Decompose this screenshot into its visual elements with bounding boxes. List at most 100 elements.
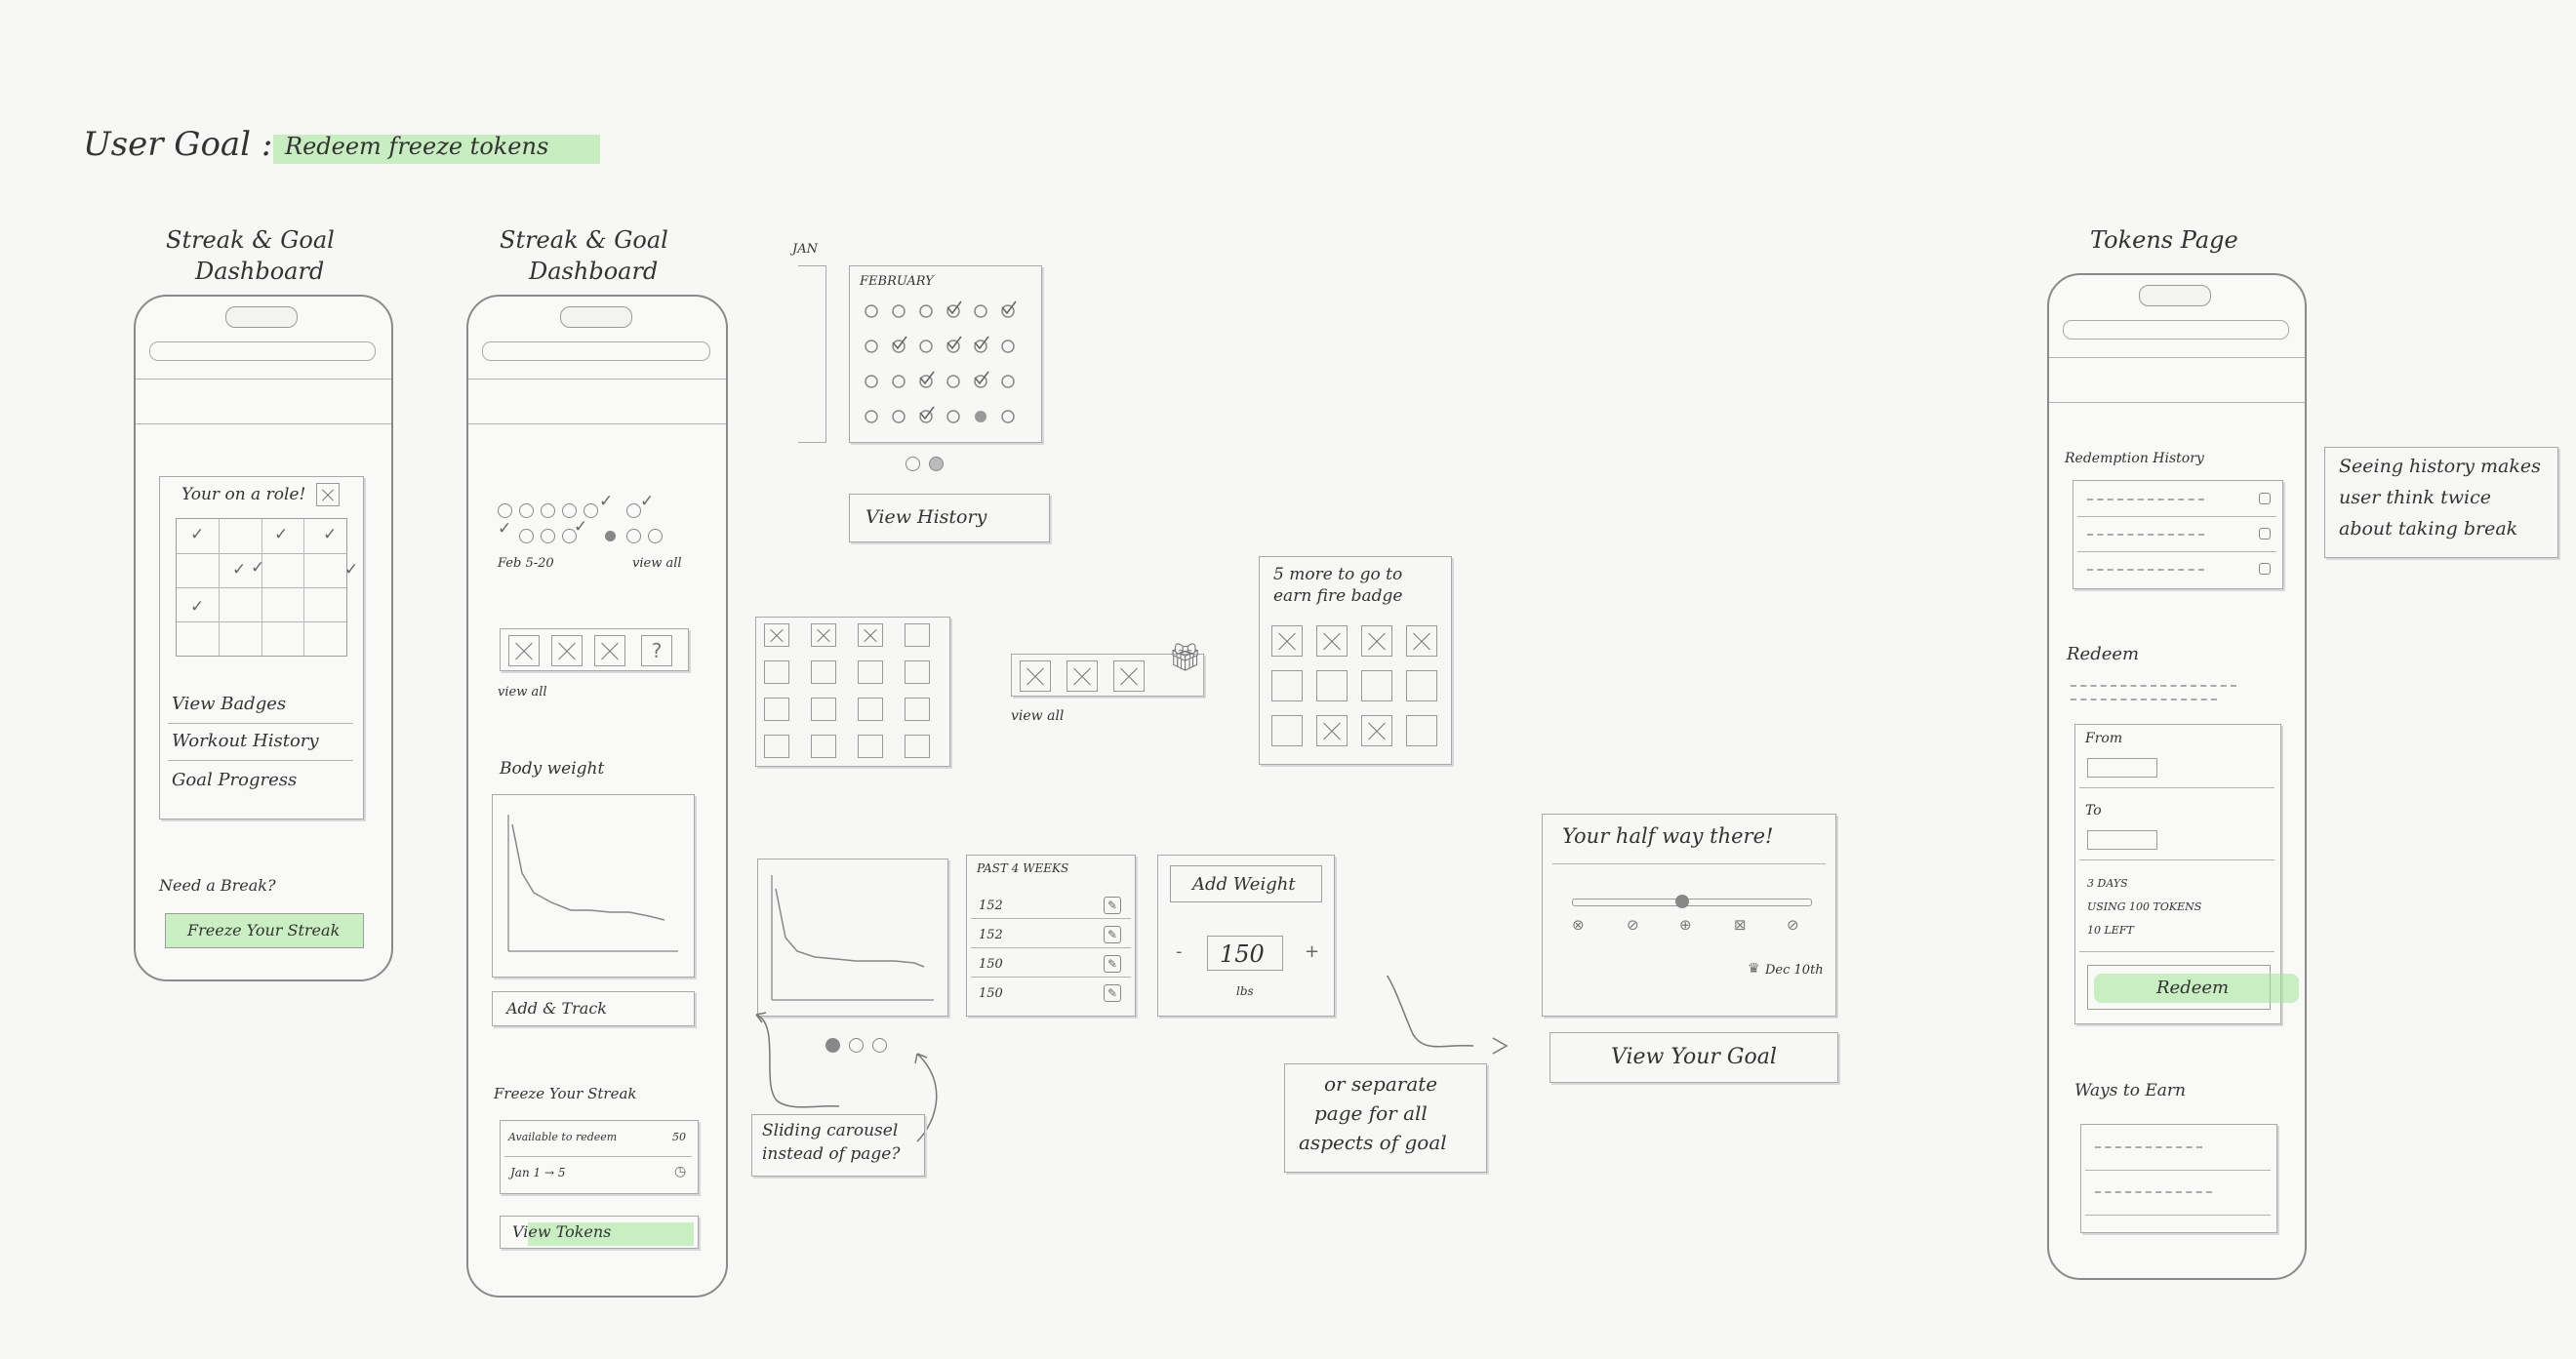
redeem-button[interactable]: Redeem [2087,965,2299,1010]
weight-chart-card [492,794,695,978]
phone-notch [2139,285,2211,306]
day-dot [498,503,512,518]
redeem-heading: Redeem [2067,644,2140,664]
edit-icon[interactable]: ✎ [1104,897,1121,914]
history-note-2: user think twice [2339,487,2491,508]
jan-label: JAN [792,242,818,257]
menu-goal-progress[interactable]: Goal Progress [172,770,298,790]
ways-to-earn-list [2080,1124,2277,1233]
carousel-dot[interactable] [825,1038,840,1053]
carousel-line-chart [771,875,934,1001]
unknown-badge-icon: ? [641,635,672,666]
goal-slider-track[interactable] [1572,899,1812,906]
day-dot [519,503,534,518]
user-goal-label: User Goal : [83,125,273,164]
badges-strip[interactable]: ? [500,628,689,671]
menu-workout-history[interactable]: Workout History [172,731,319,751]
search-bar[interactable] [149,341,376,361]
view-all-link[interactable]: view all [632,556,682,571]
redeem-form: From To 3 DAYS USING 100 TOKENS 10 LEFT … [2074,724,2299,1024]
freeze-streak-button[interactable]: Freeze Your Streak [165,913,364,948]
redemption-history-label: Redemption History [2065,451,2204,466]
weight-line-chart [507,815,678,952]
tokens-page-title: Tokens Page [2090,226,2238,254]
edit-icon[interactable]: ✎ [1104,955,1121,973]
history-note: Seeing history makes user think twice ab… [2324,447,2558,558]
to-label: To [2085,803,2102,819]
goal-progress-card: Your half way there! ⊗ ⊘ ⊕ ⊠ ⊘ ♛ Dec 10t… [1542,814,1836,1017]
carousel-note-2: instead of page? [762,1144,901,1164]
check-icon: ✓ [640,492,655,511]
to-date-input[interactable] [2087,830,2157,850]
view-all-link[interactable]: view all [1011,708,1065,724]
page-indicator-dot[interactable] [906,457,920,471]
check-icon: ✓ [498,519,512,539]
divider [136,379,391,380]
gift-icon: 🎁︎ [1168,641,1203,673]
freeze-title: Freeze Your Streak [494,1085,637,1102]
ways-to-earn-label: Ways to Earn [2074,1081,2186,1100]
add-track-button[interactable]: Add & Track [492,991,695,1026]
halfway-text: Your half way there! [1562,824,1774,848]
freeze-streak-label: Freeze Your Streak [187,921,341,939]
view-all-link[interactable]: view all [498,685,547,699]
close-icon[interactable] [316,483,340,506]
minus-button[interactable]: - [1176,941,1183,962]
carousel-note: Sliding carousel instead of page? [751,1114,925,1177]
history-note-1: Seeing history makes [2339,456,2541,477]
check-icon: ✓ [190,597,205,617]
search-bar[interactable] [2063,320,2289,340]
menu-view-badges[interactable]: View Badges [172,694,287,714]
view-goal-button[interactable]: View Your Goal [1550,1032,1838,1083]
from-date-input[interactable] [2087,758,2157,778]
weight-input[interactable]: 150 [1207,936,1283,971]
phone-tokens: Redemption History Redeem From To 3 DAYS… [2047,273,2307,1280]
trophy-icon: ♛ [1748,961,1760,977]
past-weeks-title: PAST 4 WEEKS [977,861,1069,875]
weight-row-value: 152 [979,928,1003,942]
day-dot [584,503,598,518]
phone-screen2: ✓ ✓ ✓ ✓ Feb 5-20 view all ? view all Bod… [466,295,728,1298]
add-weight-button[interactable]: Add Weight [1170,865,1322,902]
day-dot [541,529,555,543]
badge-icon [551,635,583,666]
view-history-label: View History [865,506,987,528]
carousel-dot[interactable] [872,1038,887,1053]
screen1-title-1: Streak & Goal [166,226,335,254]
day-dot [626,503,641,518]
edit-icon[interactable]: ✎ [1104,926,1121,943]
calendar-grid: ✓ ✓ ✓ ✓ ✓ ✓ ✓ [176,518,358,657]
badge-icon [508,635,540,666]
phone-screen1: Your on a role! ✓ ✓ ✓ ✓ ✓ ✓ ✓ View Badge… [134,295,393,981]
goal-slider-thumb[interactable] [1675,895,1689,908]
freeze-card: Available to redeem 50 Jan 1 → 5 ◷ [500,1120,699,1194]
page-indicator-dot[interactable] [929,457,944,471]
using-text: USING 100 TOKENS [2087,900,2202,913]
badges-strip-gift[interactable]: 🎁︎ [1011,641,1204,697]
fire-badge-card: 5 more to go to earn fire badge [1259,556,1452,765]
plus-button[interactable]: + [1305,941,1320,962]
search-bar[interactable] [482,341,710,361]
clock-icon: ◷ [674,1164,687,1179]
badge-icon [1067,660,1098,692]
view-goal-label: View Your Goal [1611,1045,1777,1069]
add-weight-card: Add Weight - 150 + lbs [1157,855,1335,1017]
screen2-title-1: Streak & Goal [500,226,668,254]
milestone-icon: ⊠ [1734,916,1747,934]
badge-icon [1113,660,1145,692]
screen2-title-2: Dashboard [529,258,659,285]
day-dot [626,529,641,543]
history-note-3: about taking break [2339,518,2518,540]
view-history-button[interactable]: View History [849,494,1050,542]
range-label: Jan 1 → 5 [510,1166,566,1179]
check-icon: ✓ [251,558,265,578]
day-dot [648,529,663,543]
divider [136,423,391,424]
milestone-icon: ⊗ [1572,916,1585,934]
edit-icon[interactable]: ✎ [1104,984,1121,1002]
view-tokens-button[interactable]: View Tokens [500,1216,699,1249]
jan-calendar-edge [798,265,826,443]
carousel-dot[interactable] [849,1038,864,1053]
check-icon: ✓ [344,560,359,580]
